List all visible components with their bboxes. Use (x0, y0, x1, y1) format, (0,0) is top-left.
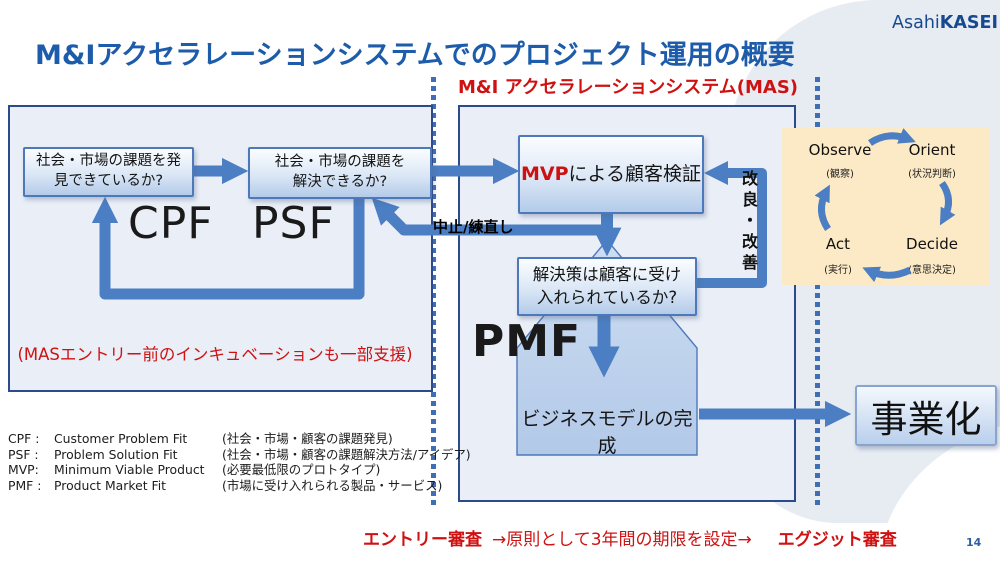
mas-subtitle: M&I アクセラレーションシステム(MAS) (458, 77, 799, 98)
ooda-arrow-right (939, 180, 956, 226)
cpf-label: CPF (128, 198, 214, 249)
mvp-box: MVPによる顧客検証 (518, 135, 704, 214)
ooda-arrow-bottom (862, 266, 912, 283)
ooda-decide: Decide (906, 235, 958, 253)
legend-ja: (社会・市場・顧客の課題発見) (222, 431, 393, 446)
legend-en: Product Market Fit (54, 477, 167, 493)
ooda-observe: Observe (808, 141, 872, 159)
legend-en: Problem Solution Fit (54, 446, 178, 462)
legend-row-pmf: PMF : Product Market Fit (市場に受け入れられる製品・サ… (8, 478, 471, 494)
ooda-decide-ja: (意思決定) (908, 265, 956, 276)
logo-regular: Asahi (892, 13, 940, 33)
entry-review-label: エントリー審査 (363, 530, 482, 550)
legend: CPF : Customer Problem Fit (社会・市場・顧客の課題発… (8, 431, 471, 493)
ooda-loop-box: Observe (観察) Orient (状況判断) Act (実行) Deci… (782, 128, 990, 285)
psf-label: PSF (252, 198, 335, 249)
page-number: 14 (966, 536, 982, 549)
ooda-act-ja: (実行) (824, 265, 852, 276)
legend-term: MVP: (8, 462, 39, 478)
legend-row-cpf: CPF : Customer Problem Fit (社会・市場・顧客の課題発… (8, 431, 471, 447)
ooda-orient-ja: (状況判断) (908, 169, 956, 180)
ooda-act: Act (825, 235, 851, 253)
page-title: M&Iアクセラレーションシステムでのプロジェクト運用の概要 (35, 40, 795, 71)
pmf-label: PMF (472, 316, 582, 367)
legend-row-mvp: MVP: Minimum Viable Product (必要最低限のプロトタイ… (8, 462, 471, 478)
mvp-red-text: MVP (521, 162, 569, 185)
review-period-label: →原則として3年間の期限を設定→ (492, 530, 752, 550)
ooda-arrow-top (868, 128, 916, 146)
legend-en: Customer Problem Fit (54, 431, 188, 446)
legend-row-psf: PSF : Problem Solution Fit (社会・市場・顧客の課題解… (8, 447, 471, 463)
improve-vertical-label: 改良・改善 (739, 170, 758, 275)
ooda-observe-ja: (観察) (826, 169, 854, 180)
incubation-note: (MASエントリー前のインキュベーションも一部支援) (17, 345, 413, 364)
psf-question-box: 社会・市場の課題を 解決できるか? (248, 147, 432, 199)
legend-ja: (社会・市場・顧客の課題解決方法/アイデア) (222, 446, 471, 462)
legend-term: CPF : (8, 431, 40, 446)
logo-bold: KASEI (939, 13, 998, 33)
commercialization-box: 事業化 (855, 385, 997, 446)
legend-ja: (必要最低限のプロトタイプ) (222, 462, 381, 478)
dotted-separator-right (815, 77, 820, 508)
solution-question-box: 解決策は顧客に受け 入れられているか? (517, 257, 697, 316)
cpf-question-box: 社会・市場の課題を発 見できているか? (23, 147, 194, 197)
business-model-label: ビジネスモデルの完成 (521, 408, 693, 457)
review-footer: エントリー審査 →原則として3年間の期限を設定→ エグジット審査 (363, 525, 897, 550)
legend-en: Minimum Viable Product (54, 462, 205, 478)
cancel-label: 中止/練直し (433, 218, 514, 236)
exit-review-label: エグジット審査 (777, 530, 897, 550)
legend-term: PSF : (8, 446, 39, 462)
dotted-separator-left (431, 77, 436, 508)
ooda-orient: Orient (908, 141, 956, 159)
ooda-arrow-left (814, 184, 831, 231)
legend-ja: (市場に受け入れられる製品・サービス) (222, 477, 443, 493)
legend-term: PMF : (8, 477, 42, 493)
mvp-rest-text: による顧客検証 (568, 162, 701, 185)
asahi-kasei-logo: AsahiKASEI (892, 13, 998, 33)
